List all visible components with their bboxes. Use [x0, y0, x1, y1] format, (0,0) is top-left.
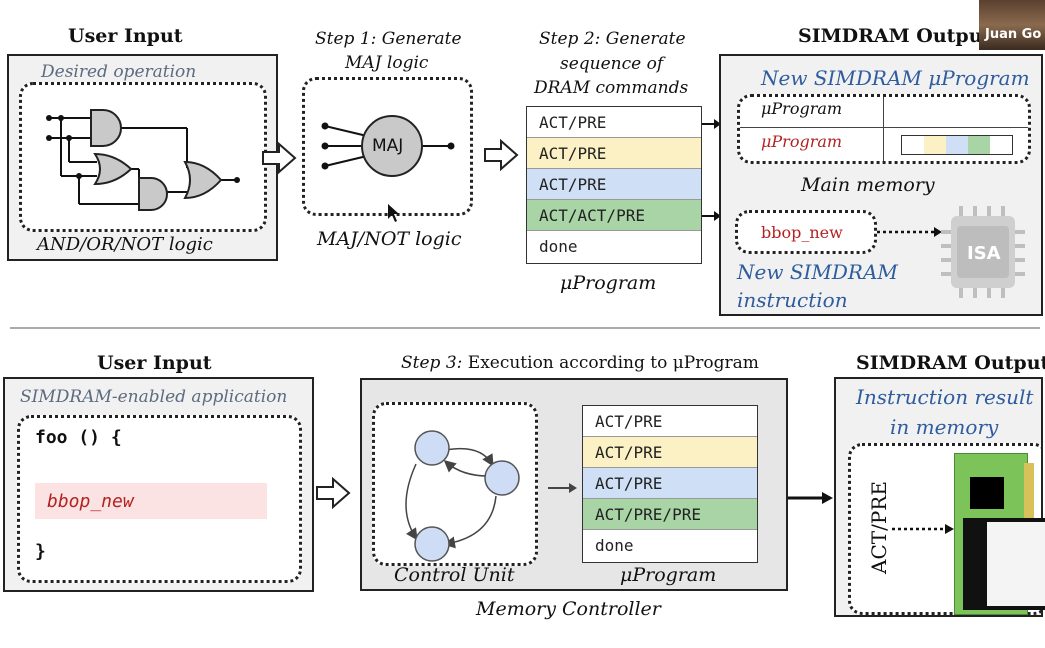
maj-logic-box — [302, 77, 473, 216]
stripe-segment — [902, 136, 924, 154]
bottom-user-input-panel: SIMDRAM-enabled application foo () { bbo… — [3, 377, 314, 592]
memory-stripe — [901, 135, 1013, 155]
bbop-box — [735, 210, 877, 254]
main-memory-label: Main memory — [801, 174, 935, 196]
top-user-input-panel: Desired operation — [7, 54, 278, 261]
participant-name-label: Juan Go — [985, 27, 1042, 42]
desired-operation-title: Desired operation — [39, 62, 199, 82]
new-instruction-line2: instruction — [737, 288, 848, 312]
step1-title-line1: Step 1: Generate — [315, 29, 462, 49]
hollow-arrow-1 — [262, 141, 297, 175]
step2-title-line1: Step 2: Generate — [539, 29, 686, 49]
memory-controller-label: Memory Controller — [476, 598, 661, 620]
code-line-foo: foo () { — [35, 427, 122, 448]
mouse-cursor-icon — [388, 204, 399, 222]
step3-title-italic: Step 3: — [401, 353, 463, 373]
memory-divider — [740, 127, 1028, 128]
command-row: ACT/PRE — [527, 107, 701, 138]
command-row: ACT/PRE — [583, 468, 757, 499]
stripe-segment — [968, 136, 990, 154]
code-line-close: } — [35, 541, 46, 562]
top-user-input-header: User Input — [68, 25, 183, 47]
step2-title-line3: DRAM commands — [534, 78, 689, 98]
maj-gate-diagram — [321, 115, 455, 177]
table-to-instruction-arrow — [702, 211, 721, 221]
bbop-to-isa-arrow — [877, 227, 942, 237]
code-line-bbop: bbop_new — [47, 491, 134, 512]
state-machine-diagram — [405, 430, 520, 562]
command-row: ACT/PRE — [527, 169, 701, 200]
maj-gate-label: MAJ — [372, 136, 404, 156]
table-to-memory-arrow — [702, 119, 721, 129]
memory-controller-panel: Control Unit ACT/PRE ACT/PRE ACT/PRE ACT… — [360, 378, 788, 591]
simdram-app-title: SIMDRAM-enabled application — [20, 387, 288, 407]
top-output-header: SIMDRAM Output — [798, 25, 992, 47]
step2-title-line2: sequence of — [560, 54, 664, 74]
screen-share-thumbnail[interactable] — [963, 518, 1045, 610]
control-to-program-arrow — [548, 483, 577, 493]
isa-chip-icon — [941, 206, 1025, 298]
command-row: done — [527, 231, 701, 262]
memory-row-uprogram: μProgram — [761, 99, 843, 118]
bottom-output-header: SIMDRAM Output — [856, 352, 1045, 374]
new-uprogram-title: New SIMDRAM μProgram — [761, 66, 1030, 90]
and-or-not-caption: AND/OR/NOT logic — [37, 234, 213, 255]
memory-row-new-uprogram: μProgram — [761, 132, 843, 151]
step2-uprogram-caption: μProgram — [560, 272, 657, 294]
control-unit-label: Control Unit — [394, 564, 515, 586]
command-row: ACT/PRE/PRE — [583, 499, 757, 530]
participant-video-thumbnail[interactable]: Juan Go — [979, 0, 1045, 50]
instruction-result-line2: in memory — [890, 415, 999, 439]
bbop-instruction-label: bbop_new — [761, 223, 843, 242]
top-output-panel: New SIMDRAM μProgram μProgram μProgram M… — [719, 54, 1043, 316]
logic-gates-diagram — [46, 109, 240, 211]
screen-share-content — [987, 522, 1045, 606]
maj-not-caption: MAJ/NOT logic — [317, 228, 462, 250]
step3-title: Step 3: Execution according to μProgram — [401, 353, 759, 373]
command-row: ACT/PRE — [527, 138, 701, 169]
code-highlight — [35, 483, 267, 519]
command-row: done — [583, 530, 757, 561]
instruction-result-line1: Instruction result — [856, 385, 1034, 409]
vertical-command-label: ACT/PRE — [867, 481, 891, 574]
isa-label: ISA — [967, 243, 1001, 264]
hollow-arrow-3 — [316, 476, 351, 510]
controller-to-output-arrow — [788, 492, 833, 504]
command-row: ACT/PRE — [583, 437, 757, 468]
section-divider — [10, 327, 1040, 329]
step3-uprogram-label: μProgram — [620, 564, 717, 586]
memory-col-divider — [883, 97, 884, 161]
bottom-user-input-header: User Input — [97, 352, 212, 374]
new-instruction-line1: New SIMDRAM — [737, 260, 898, 284]
stripe-segment — [924, 136, 946, 154]
stripe-segment — [990, 136, 1012, 154]
step2-command-table: ACT/PRE ACT/PRE ACT/PRE ACT/ACT/PRE done — [526, 106, 702, 264]
step3-command-table: ACT/PRE ACT/PRE ACT/PRE ACT/PRE/PRE done — [582, 405, 758, 563]
command-row: ACT/PRE — [583, 406, 757, 437]
step3-title-rest: Execution according to μProgram — [462, 353, 759, 373]
step1-title-line2: MAJ logic — [345, 53, 429, 73]
dram-chip-square — [970, 477, 1004, 509]
result-dotted-arrow — [892, 524, 954, 534]
stripe-segment — [946, 136, 968, 154]
hollow-arrow-2 — [484, 138, 519, 172]
command-row: ACT/ACT/PRE — [527, 200, 701, 231]
